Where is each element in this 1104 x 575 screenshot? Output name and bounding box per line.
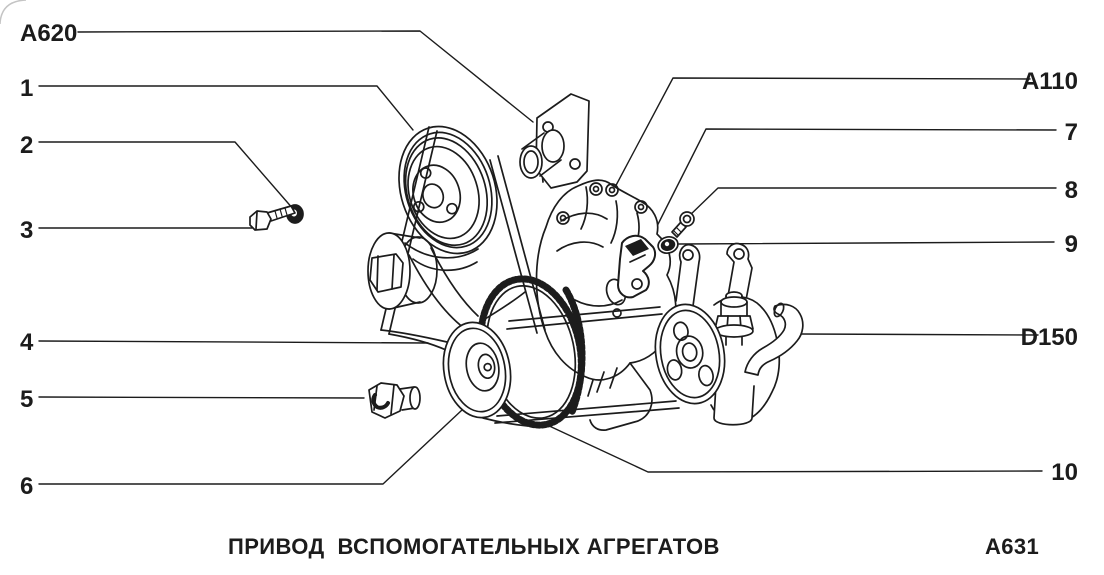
drive-belt-lower: [494, 306, 680, 424]
callout-9: 9: [1064, 231, 1078, 258]
leader-a110: [612, 77, 1031, 192]
bolt-item-3: [249, 205, 296, 231]
pump-pulley: [654, 303, 726, 405]
callout-8: 8: [1064, 177, 1078, 204]
callout-5: 5: [20, 386, 34, 413]
callout-4: 4: [20, 329, 34, 356]
callout-a620: A620: [20, 20, 78, 47]
callout-3: 3: [20, 217, 34, 244]
callout-1: 1: [20, 75, 34, 102]
nut-item-9: [657, 236, 679, 254]
bolt-item-8: [671, 211, 695, 238]
nut-item-5: [368, 382, 421, 419]
engine-housing: [535, 143, 677, 431]
figure-code: A631: [985, 534, 1040, 559]
figure-caption: ПРИВОД ВСПОМОГАТЕЛЬНЫХ АГРЕГАТОВ: [228, 534, 720, 559]
callout-2: 2: [20, 132, 34, 159]
callout-6: 6: [20, 473, 34, 500]
outlet-hose: [744, 302, 804, 376]
tension-roller: [367, 232, 438, 310]
callout-a110: A110: [1021, 68, 1078, 95]
leader-d150: [800, 333, 1039, 336]
leader-4: [38, 340, 429, 344]
callout-7: 7: [1064, 119, 1078, 146]
leader-6: [38, 409, 463, 485]
leader-1: [38, 85, 414, 131]
leader-5: [38, 396, 365, 399]
leader-8: [686, 187, 1057, 219]
water-pump-pulley: [398, 125, 498, 332]
crankshaft-pulley: [442, 291, 529, 427]
callout-10: 10: [1051, 459, 1078, 486]
power-steering-pump: [710, 291, 804, 426]
leader-10: [544, 423, 1043, 473]
pump-mounting-ears: [675, 242, 753, 307]
leader-a620: [77, 30, 534, 123]
leader-7: [645, 128, 1057, 249]
callout-d150: D150: [1020, 324, 1078, 351]
leader-lines: [38, 30, 1057, 485]
scan-corner-arc: [0, 0, 27, 25]
leader-2: [38, 141, 295, 211]
bracket-bushing: [519, 129, 565, 179]
tensioner-sensor-item-7: [617, 234, 657, 299]
engine-mount-bracket: [519, 93, 590, 189]
